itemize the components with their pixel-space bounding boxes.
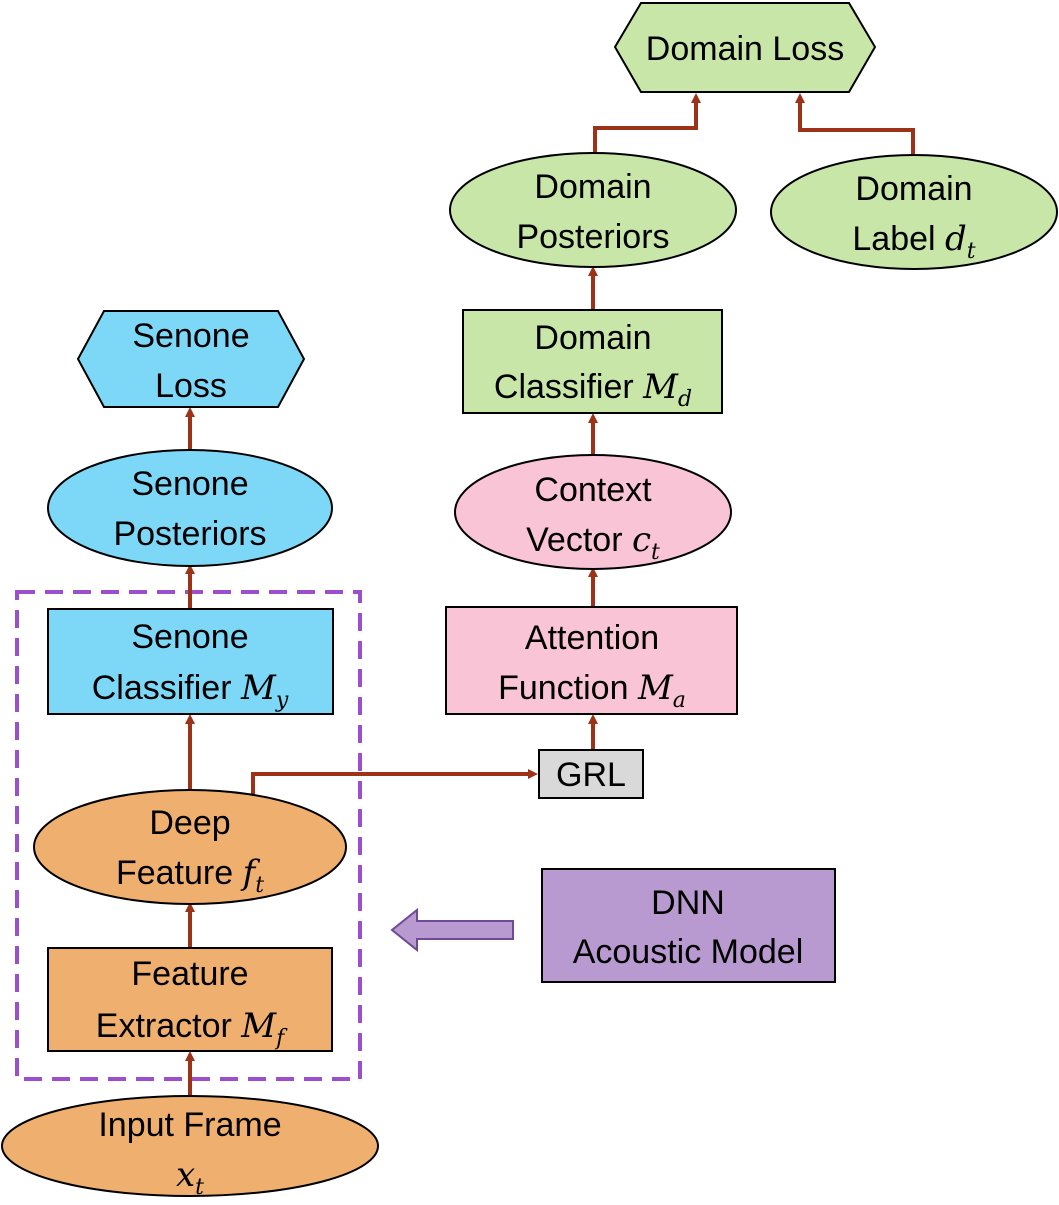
- attention-function-line2: Function Ma: [498, 668, 686, 713]
- domain-label-line2: Label dt: [852, 219, 975, 264]
- deep-feature-node: Deep Feature ft: [33, 789, 347, 905]
- arrow-connectors: [185, 93, 915, 1098]
- arrow-domainposteriors-to-loss: [593, 93, 701, 154]
- domain-classifier-line1: Domain: [534, 319, 651, 357]
- domain-posteriors-node: Domain Posteriors: [449, 152, 737, 268]
- domain-classifier-node: Domain Classifier Md: [462, 309, 723, 414]
- feature-extractor-line1: Feature: [131, 955, 248, 993]
- domain-label-node: Domain Label dt: [770, 154, 1058, 270]
- feature-extractor-node: Feature Extractor Mf: [47, 947, 333, 1052]
- senone-loss-line2: Loss: [155, 367, 227, 405]
- dnn-model-line2: Acoustic Model: [573, 933, 804, 971]
- input-frame-node: Input Frame xt: [1, 1095, 379, 1200]
- senone-loss-line1: Senone: [132, 317, 249, 355]
- arrow-deepfeature-to-grl: [251, 769, 538, 798]
- senone-posteriors-line2: Posteriors: [113, 515, 266, 553]
- dnn-pointer-arrow: [390, 907, 514, 953]
- input-frame-var: xt: [176, 1155, 204, 1200]
- input-frame-label: Input Frame: [98, 1106, 281, 1144]
- grl-label: GRL: [556, 756, 626, 794]
- arrow-domainlabel-to-loss: [795, 93, 915, 157]
- senone-loss-node: Senone Loss: [76, 310, 306, 408]
- domain-posteriors-line2: Posteriors: [516, 218, 669, 256]
- grl-node: GRL: [538, 749, 644, 799]
- deep-feature-line1: Deep: [149, 804, 230, 842]
- domain-loss-node: Domain Loss: [613, 1, 877, 93]
- context-vector-node: Context Vector ct: [454, 454, 732, 570]
- senone-posteriors-node: Senone Posteriors: [47, 449, 333, 567]
- senone-classifier-node: Senone Classifier My: [47, 608, 334, 715]
- dnn-model-line1: DNN: [651, 884, 725, 922]
- domain-classifier-line2: Classifier Md: [494, 367, 692, 412]
- domain-loss-label: Domain Loss: [646, 30, 844, 68]
- attention-function-line1: Attention: [525, 619, 659, 657]
- feature-extractor-line2: Extractor Mf: [96, 1006, 288, 1051]
- senone-classifier-line2: Classifier My: [92, 668, 289, 713]
- attention-function-node: Attention Function Ma: [445, 606, 738, 715]
- context-vector-line1: Context: [534, 471, 652, 509]
- domain-posteriors-line1: Domain: [534, 168, 651, 206]
- senone-classifier-line1: Senone: [131, 618, 248, 656]
- deep-feature-line2: Feature ft: [116, 853, 264, 898]
- dnn-acoustic-model-node: DNN Acoustic Model: [541, 868, 836, 983]
- context-vector-line2: Vector ct: [526, 520, 660, 565]
- senone-posteriors-line1: Senone: [131, 465, 248, 503]
- domain-label-line1: Domain: [855, 170, 972, 208]
